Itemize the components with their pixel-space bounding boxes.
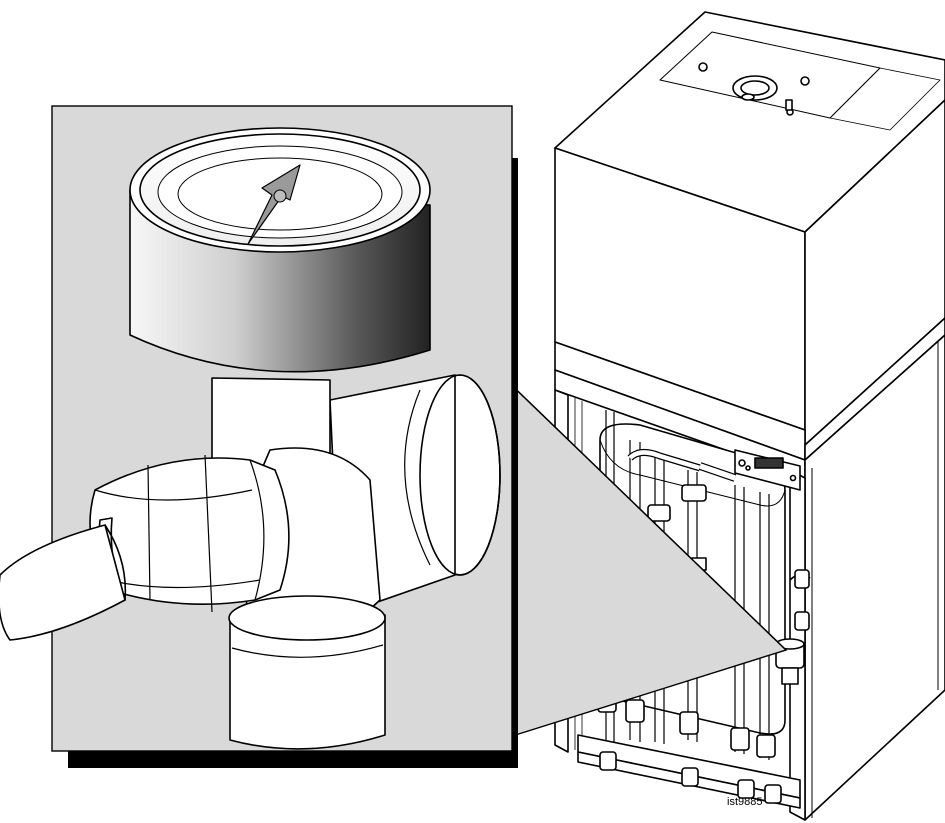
boiler-upper-side xyxy=(804,99,945,446)
inlet-pipe xyxy=(0,524,126,641)
valve-icon xyxy=(0,374,501,750)
figure-id-label: ist9885 xyxy=(727,796,762,808)
pressure-gauge-icon xyxy=(129,127,431,373)
valve-bottom-nut xyxy=(229,614,386,750)
